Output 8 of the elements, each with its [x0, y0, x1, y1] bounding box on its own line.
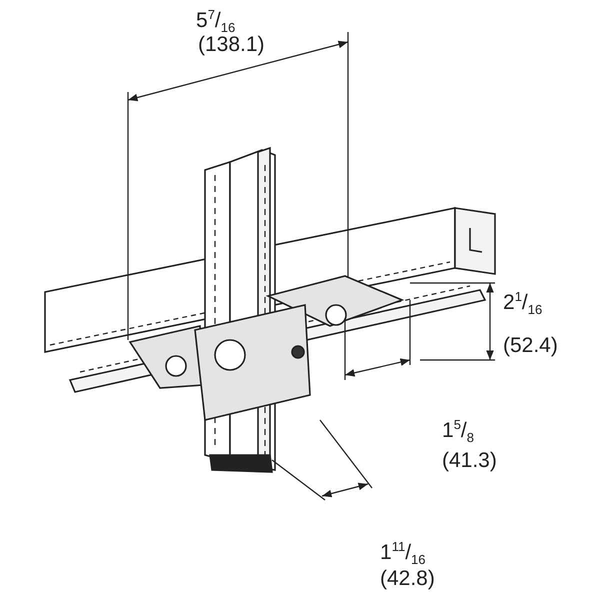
- dimension-label: 5$^{7}$/$_{16}$: [196, 8, 236, 34]
- dimension-label: 1$^{11}$/$_{16}$: [380, 540, 426, 566]
- dimension-label: (138.1): [198, 34, 265, 55]
- dimension-label: (42.8): [380, 568, 435, 589]
- dimension-label: (41.3): [442, 450, 497, 471]
- dimension-label: (52.4): [503, 335, 558, 356]
- dimension-label: 2$^{1}$/$_{16}$: [503, 290, 542, 316]
- dimension-label: 1$^{5}$/$_{8}$: [442, 418, 474, 444]
